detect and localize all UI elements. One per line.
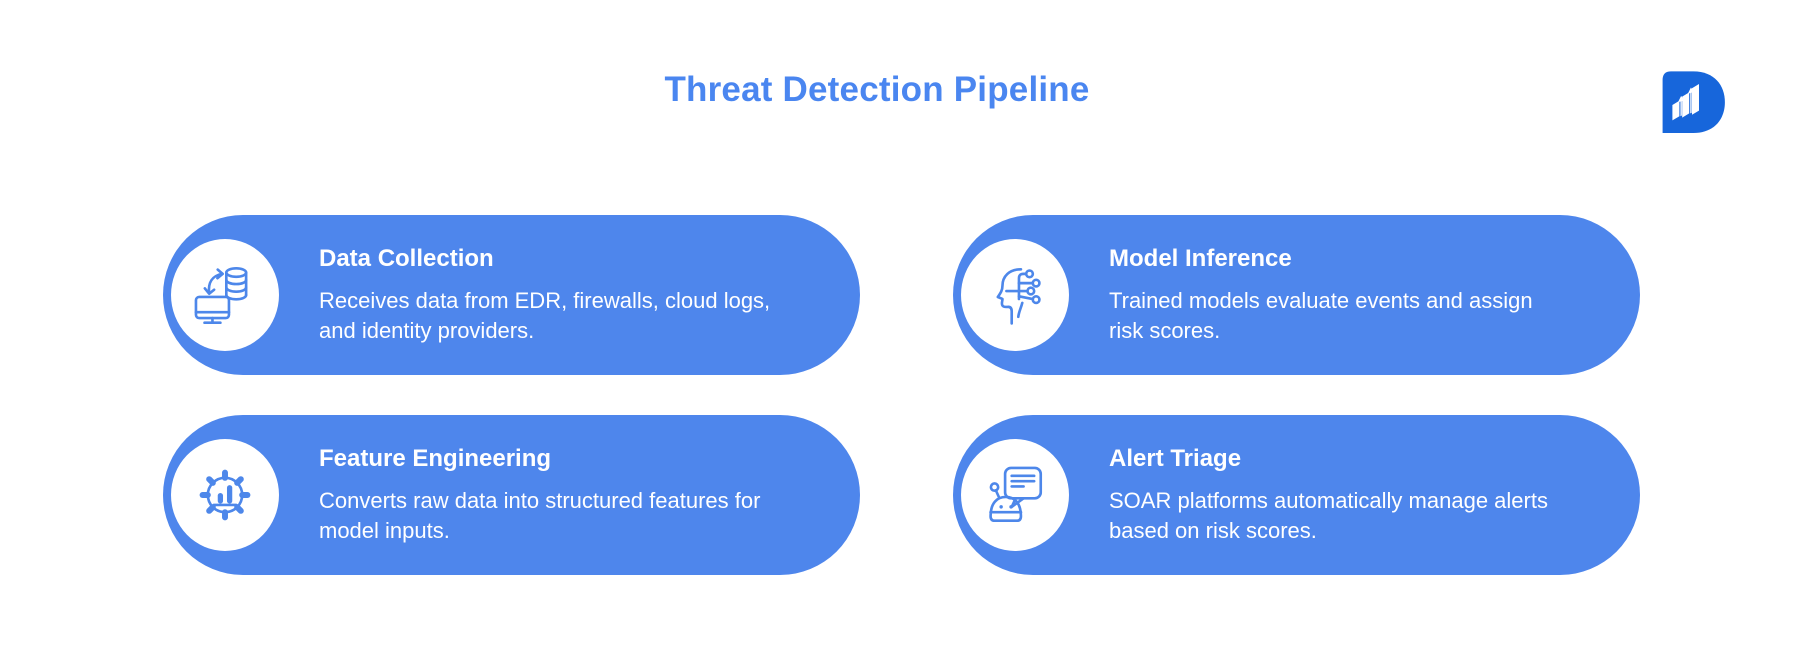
pipeline-cards: Data Collection Receives data from EDR, … <box>163 215 1640 575</box>
card-description-line: model inputs. <box>319 517 450 543</box>
card-title: Model Inference <box>1109 244 1292 272</box>
card-model-inference: Model Inference Trained models evaluate … <box>953 215 1640 375</box>
head-circuit-icon <box>996 267 1041 325</box>
card-description-line: and identity providers. <box>319 317 535 343</box>
robot-chat-icon <box>989 466 1043 523</box>
company-logo <box>1657 70 1727 134</box>
icon-badge <box>961 239 1069 351</box>
card-title: Data Collection <box>319 244 494 272</box>
data-sync-icon <box>194 266 248 325</box>
card-description-line: Receives data from EDR, firewalls, cloud… <box>319 287 771 313</box>
card-feature-engineering: Feature Engineering Converts raw data in… <box>163 415 860 575</box>
card-description-line: based on risk scores. <box>1109 517 1317 543</box>
card-title: Feature Engineering <box>319 444 552 472</box>
icon-badge <box>171 239 279 351</box>
card-description-line: SOAR platforms automatically manage aler… <box>1109 487 1548 513</box>
growth-bars-d-logo-icon <box>1662 71 1725 133</box>
gear-chart-icon <box>199 469 251 521</box>
card-alert-triage: Alert Triage SOAR platforms automaticall… <box>953 415 1640 575</box>
icon-badge <box>961 439 1069 551</box>
card-description-line: Converts raw data into structured featur… <box>319 487 761 513</box>
card-title: Alert Triage <box>1109 444 1242 472</box>
icon-badge <box>171 439 279 551</box>
card-description-line: Trained models evaluate events and assig… <box>1109 287 1533 313</box>
page-title: Threat Detection Pipeline <box>664 70 1090 109</box>
card-description-line: risk scores. <box>1109 317 1221 343</box>
card-data-collection: Data Collection Receives data from EDR, … <box>163 215 860 375</box>
